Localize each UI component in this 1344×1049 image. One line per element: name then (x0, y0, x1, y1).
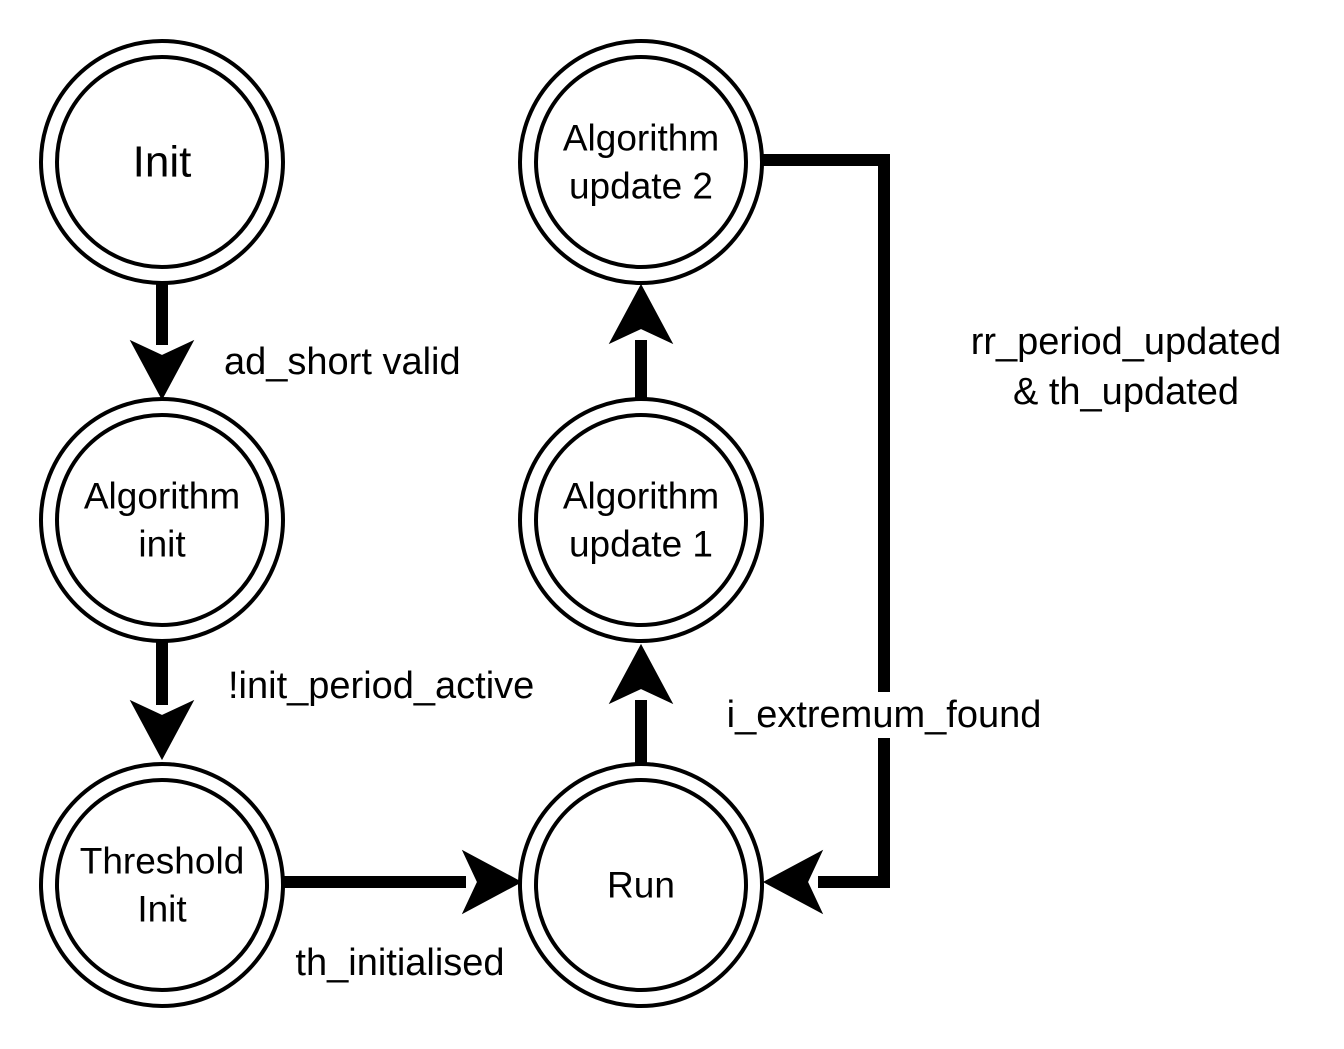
state-run: Run (518, 762, 764, 1008)
transition-label-init-to-algorithm-init: ad_short valid (224, 341, 461, 383)
transition-label-line: !init_period_active (228, 665, 534, 707)
transition-label-line: i_extremum_found (727, 694, 1042, 736)
states-layer: InitAlgorithminitThresholdInitRunAlgorit… (39, 39, 764, 1008)
state-label: Threshold (80, 840, 245, 881)
transition-label-line: & th_updated (1013, 371, 1239, 413)
arrowhead-icon (461, 849, 523, 915)
state-label: Algorithm (563, 117, 719, 158)
label-background (722, 692, 1046, 738)
transition-label-threshold-init-to-run: th_initialised (295, 942, 504, 984)
arrowhead-icon (608, 283, 674, 345)
transition-label-line: th_initialised (295, 942, 504, 984)
transitions-layer (129, 154, 890, 915)
state-inner-ring (534, 778, 748, 992)
transition-threshold-init-to-run (284, 849, 523, 915)
transition-label-run-to-algorithm-update-1: i_extremum_found (722, 692, 1046, 738)
state-inner-ring (534, 413, 748, 627)
arrowhead-icon (129, 699, 195, 761)
state-label: Algorithm (563, 475, 719, 516)
transition-label-line: ad_short valid (224, 341, 461, 383)
transition-algorithm-update-1-to-algorithm-update-2 (608, 283, 674, 402)
state-label: update 2 (569, 166, 713, 207)
state-algorithm-init: Algorithm init (39, 397, 285, 643)
state-inner-ring (55, 55, 269, 269)
arrowhead-icon (762, 849, 824, 915)
arrowhead-icon (129, 339, 195, 401)
state-inner-ring (534, 55, 748, 269)
state-inner-ring (55, 413, 269, 627)
transition-label-line: rr_period_updated (971, 321, 1282, 363)
transition-algorithm-update-2-to-run (762, 154, 890, 915)
transition-label-algorithm-update-2-to-run: rr_period_updated & th_updated (971, 321, 1282, 413)
state-label: init (138, 524, 186, 565)
state-init: Init (39, 39, 285, 285)
state-label: update 1 (569, 524, 713, 565)
state-label: Algorithm (84, 475, 240, 516)
transition-run-to-algorithm-update-1 (608, 643, 674, 763)
state-algorithm-update-2: Algorithm update 2 (518, 39, 764, 285)
transition-init-to-algorithm-init (129, 284, 195, 401)
state-label: Run (607, 865, 675, 906)
transition-algorithm-init-to-threshold-init (129, 642, 195, 761)
state-label: Init (137, 889, 187, 930)
arrowhead-icon (608, 643, 674, 705)
transition-line (763, 154, 890, 888)
state-inner-ring (55, 778, 269, 992)
state-algorithm-update-1: Algorithm update 1 (518, 397, 764, 643)
transition-label-algorithm-init-to-threshold-init: !init_period_active (228, 665, 534, 707)
transition-labels-layer: ad_short valid !init_period_active th_init… (224, 321, 1281, 984)
state-label: Init (133, 138, 192, 187)
